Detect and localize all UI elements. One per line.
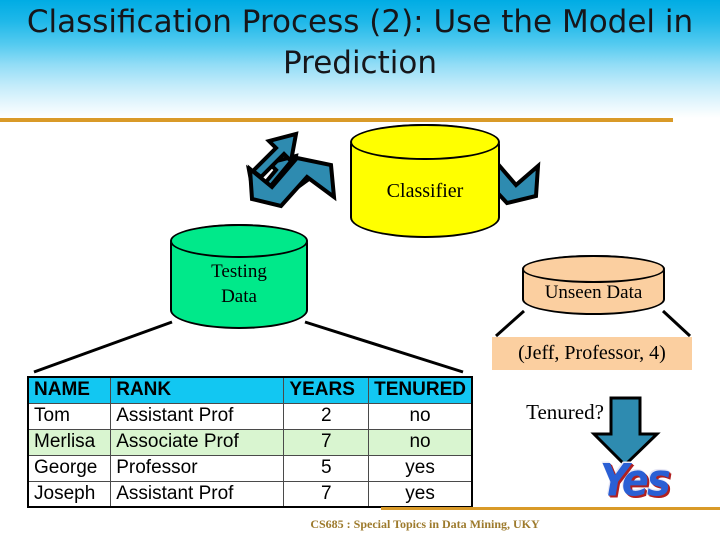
footer-divider-rule [381,507,720,510]
cell-tenured: yes [368,480,473,508]
jeff-tuple-box: (Jeff, Professor, 4) [492,337,692,370]
cell-years: 5 [283,454,370,482]
testing-data-cylinder-top [170,224,308,258]
table-row: Tom Assistant Prof 2 no [27,402,473,430]
cell-rank: Associate Prof [110,428,285,456]
cell-tenured: yes [368,454,473,482]
cell-years: 7 [283,480,370,508]
table-row: Joseph Assistant Prof 7 yes [27,480,473,508]
table-body: Tom Assistant Prof 2 no Merlisa Associat… [27,402,473,508]
cell-rank: Assistant Prof [110,402,285,430]
tenured-question-label: Tenured? [526,400,604,424]
footer-text: CS685 : Special Topics in Data Mining, U… [310,517,540,531]
cell-years: 7 [283,428,370,456]
cell-tenured: no [368,402,473,430]
table-header-years: YEARS [283,376,370,404]
unseen-data-cylinder: Unseen Data [522,255,665,315]
table-header-row: NAME RANK YEARS TENURED [27,376,473,404]
classifier-cylinder: Classifier [350,124,500,238]
testing-data-label: Testing Data [170,259,308,309]
table-header-rank: RANK [110,376,285,404]
page-title: Classification Process (2): Use the Mode… [26,4,694,81]
cell-tenured: no [368,428,473,456]
training-data-table: NAME RANK YEARS TENURED Tom Assistant Pr… [27,376,473,508]
table-row: Merlisa Associate Prof 7 no [27,428,473,456]
cell-name: Merlisa [27,428,112,456]
cell-rank: Assistant Prof [110,480,285,508]
table-row: George Professor 5 yes [27,454,473,482]
classifier-cylinder-top [350,124,500,161]
cell-name: Joseph [27,480,112,508]
cell-name: George [27,454,112,482]
testing-data-label-line1: Testing [211,261,267,282]
header-gradient-band [0,0,720,118]
testing-data-label-line2: Data [221,286,257,307]
cell-rank: Professor [110,454,285,482]
table-header-name: NAME [27,376,112,404]
bracket-table-to-testing-data [33,320,464,374]
arrow-testing-to-classifier [245,131,337,209]
testing-data-cylinder: Testing Data [170,224,308,329]
table-header-tenured: TENURED [368,376,473,404]
cell-years: 2 [283,402,370,430]
unseen-data-label: Unseen Data [544,282,643,303]
title-divider-rule [0,118,673,122]
unseen-data-cylinder-top [522,255,665,283]
cell-name: Tom [27,402,112,430]
prediction-result-wordart: Yes [600,455,671,507]
classifier-label: Classifier [386,180,464,202]
